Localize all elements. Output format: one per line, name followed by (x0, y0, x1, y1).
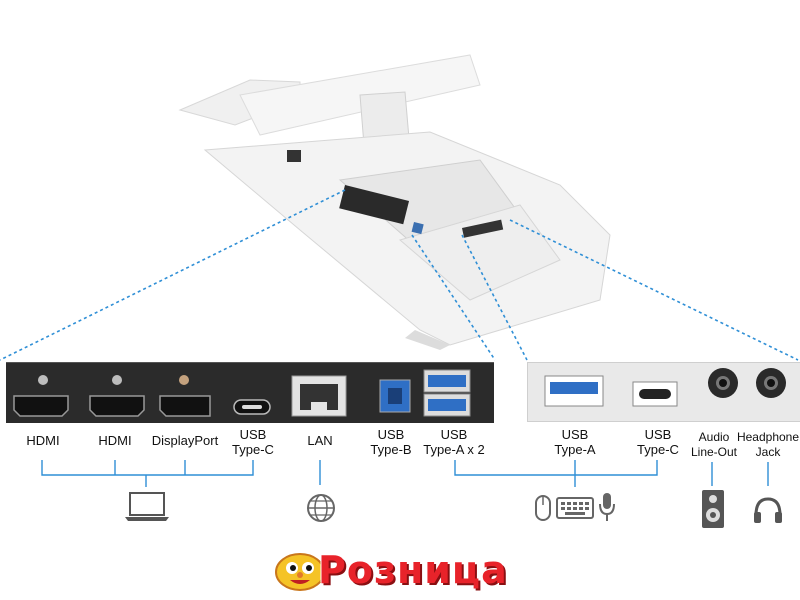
laptop-icon (125, 492, 169, 521)
port-label-headphone-jack: Headphone Jack (736, 430, 800, 459)
port-label-usb-type-a-x2: USB Type-A x 2 (423, 427, 485, 457)
port-label-usb-type-c-right: USB Type-C (637, 427, 679, 457)
speaker-icon (702, 490, 724, 528)
microphone-icon (599, 493, 615, 521)
audio-line-out-port (708, 368, 738, 398)
port-label-hdmi-1: HDMI (26, 433, 60, 448)
port-label-hdmi-2: HDMI (98, 433, 132, 448)
usb-type-b-port (379, 379, 411, 413)
headphone-jack-port (756, 368, 786, 398)
usb-type-c-port-left (233, 399, 271, 415)
usb-type-a-ports (423, 369, 471, 417)
right-port-panel-ports (544, 368, 786, 407)
globe-icon (307, 494, 335, 522)
port-label-usb-type-c-left: USB Type-C (232, 427, 274, 457)
port-label-lan: LAN (307, 433, 333, 448)
hdmi-port-1 (13, 375, 69, 417)
logo-text: Розница (318, 548, 508, 592)
keyboard-icon (556, 497, 594, 519)
port-label-usb-type-a-right: USB Type-A (554, 427, 596, 457)
headphones-icon (754, 497, 782, 523)
logo-mascot-icon (275, 553, 325, 591)
displayport-port (159, 375, 211, 417)
lan-port (291, 375, 347, 417)
port-label-audio-line-out: Audio Line-Out (690, 430, 738, 459)
mouse-icon (535, 495, 551, 521)
left-port-panel-ports (13, 369, 471, 417)
usb-type-a-port-right (544, 375, 604, 407)
hdmi-port-2 (89, 375, 145, 417)
port-label-displayport: DisplayPort (151, 433, 219, 448)
port-label-usb-type-b: USB Type-B (370, 427, 412, 457)
usb-type-c-port-right (632, 381, 678, 407)
